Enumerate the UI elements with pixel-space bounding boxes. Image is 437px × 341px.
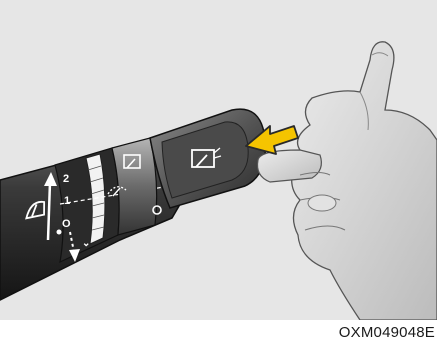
speed-label-2: 2 [63,173,69,185]
mist-label: ⌄ [82,238,90,249]
hand-icon [258,42,437,320]
wiper-lever: 2 1 O ⌄ [0,109,265,300]
intermittent-dot [57,230,62,235]
image-code: OXM049048E [339,324,435,341]
off-label: O [62,218,71,230]
speed-label-1: 1 [64,195,70,207]
wiper-lever-illustration: 2 1 O ⌄ [0,0,437,320]
